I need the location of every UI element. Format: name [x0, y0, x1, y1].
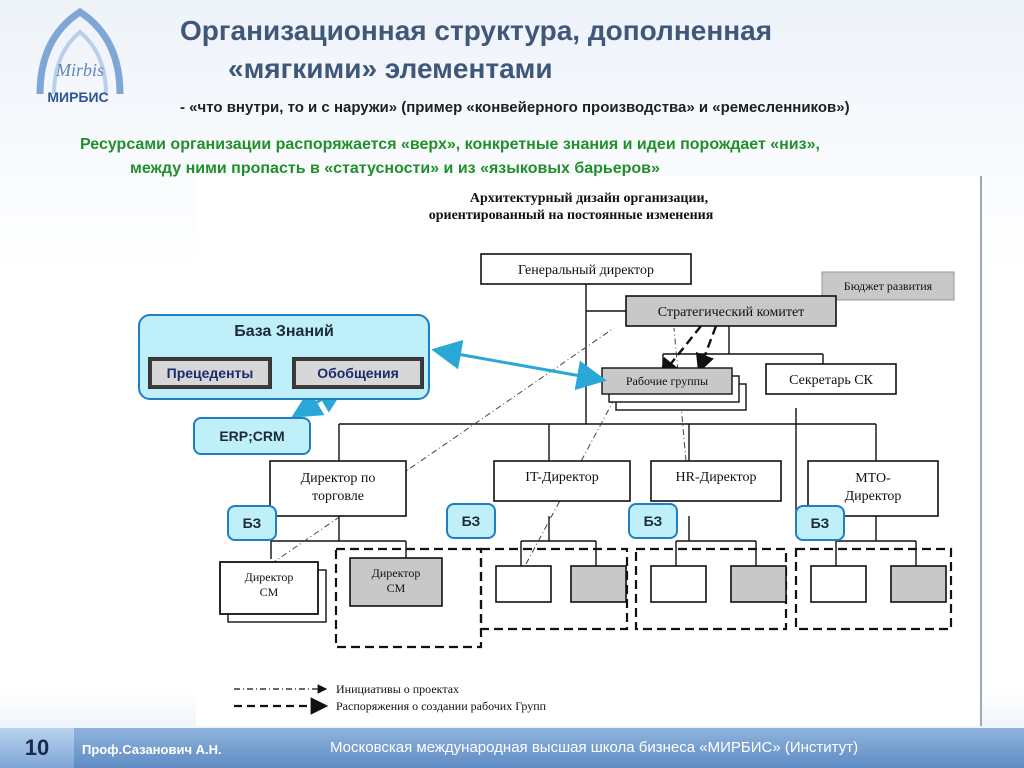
sm-director-gray-line2: СМ [387, 581, 406, 595]
diagram-heading-2: ориентированный на постоянные изменения [429, 208, 714, 223]
page-number: 10 [0, 728, 74, 768]
diagram-legend: Инициативы о проектах Распоряжения о соз… [234, 682, 547, 715]
general-director-box [480, 253, 692, 285]
director-trade-box [269, 460, 407, 517]
unit-boxes [495, 565, 947, 603]
secretary-label: Секретарь СК [789, 373, 873, 388]
footer-bar: 10 Проф.Сазанович А.Н. Московская междун… [0, 728, 1024, 768]
lead-line-2: между ними пропасть в «статусности» и из… [130, 160, 660, 177]
secretary-box [765, 363, 897, 395]
director-it-label: IT-Директор [525, 470, 598, 485]
generalizations-button[interactable]: Обобщения [292, 357, 424, 389]
connector-lines [270, 284, 917, 566]
generalizations-label: Обобщения [296, 361, 420, 385]
strategic-committee-box [625, 295, 837, 327]
erp-crm-box: ERP;CRM [193, 417, 311, 455]
org-chart: Архитектурный дизайн организации, ориент… [196, 176, 982, 726]
sm-director-line1: Директор [245, 570, 294, 584]
bz-badge-it: БЗ [446, 503, 496, 539]
director-trade-line2: торговле [312, 489, 364, 504]
precedents-button[interactable]: Прецеденты [148, 357, 272, 389]
sm-director-gray-box [349, 557, 443, 607]
mirbis-logo: Mirbis МИРБИС [20, 7, 140, 108]
bz-badge-hr: БЗ [628, 503, 678, 539]
bz-badge-trade: БЗ [227, 505, 277, 541]
sm-director-gray-line1: Директор [372, 566, 421, 580]
order-arrows [659, 325, 718, 378]
school-label: Московская международная высшая школа би… [330, 739, 859, 756]
working-groups-label: Рабочие группы [626, 374, 708, 388]
director-hr-box [650, 460, 782, 502]
budget-box [821, 271, 955, 301]
director-trade-line1: Директор по [301, 471, 376, 486]
precedents-label: Прецеденты [152, 361, 268, 385]
logo-script: Mirbis [55, 60, 104, 80]
bz-badge-mto: БЗ [795, 505, 845, 541]
director-mto-line1: МТО- [855, 471, 891, 486]
knowledge-base-title: База Знаний [234, 323, 334, 340]
general-director-label: Генеральный директор [518, 263, 654, 278]
diagram-heading-1: Архитектурный дизайн организации, [470, 191, 708, 206]
sm-director-box [219, 561, 319, 615]
author-label: Проф.Сазанович А.Н. [82, 742, 222, 757]
title-line-1: Организационная структура, дополненная [180, 15, 773, 46]
sm-director-line2: СМ [260, 585, 279, 599]
director-it-box [493, 460, 631, 502]
logo-text: МИРБИС [47, 89, 108, 105]
lead-line-1: Ресурсами организации распоряжается «вер… [80, 136, 820, 153]
strategic-committee-label: Стратегический комитет [658, 305, 805, 320]
director-mto-line2: Директор [845, 489, 902, 504]
page-subtitle: - «что внутри, то и с наружи» (пример «к… [180, 99, 850, 116]
legend-initiatives: Инициативы о проектах [336, 682, 459, 696]
budget-label: Бюджет развития [844, 279, 933, 293]
dome-icon: Mirbis МИРБИС [36, 7, 124, 105]
working-groups-box [601, 367, 733, 395]
director-hr-label: HR-Директор [676, 470, 757, 485]
lead-text: Ресурсами организации распоряжается «вер… [80, 133, 1020, 181]
knowledge-base-box: База Знаний Прецеденты Обобщения [138, 314, 430, 400]
org-chart-svg: Архитектурный дизайн организации, ориент… [219, 191, 955, 715]
page-title: Организационная структура, дополненная «… [180, 12, 980, 88]
title-line-2: «мягкими» элементами [228, 53, 553, 84]
legend-orders: Распоряжения о создании рабочих Групп [336, 699, 547, 713]
